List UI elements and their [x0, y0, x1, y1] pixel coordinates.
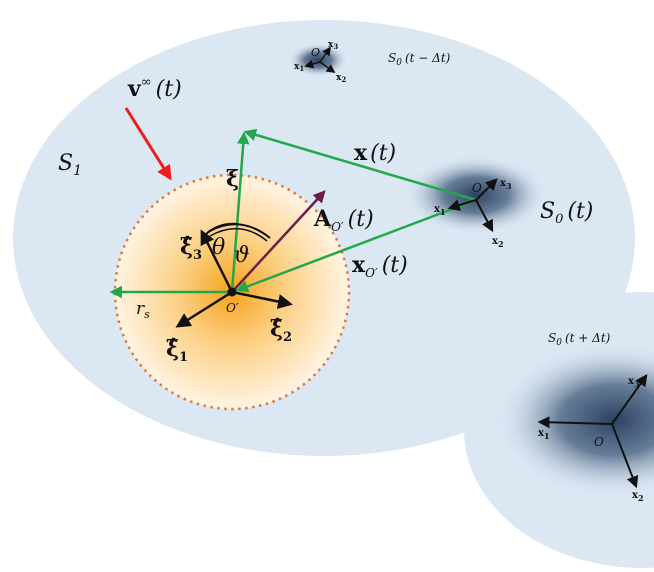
label-vartheta: ϑ	[234, 243, 250, 268]
label-now-x3: x3	[500, 178, 512, 191]
label-theta: θ	[212, 235, 225, 260]
label-v-inf: v∞(t)	[127, 75, 182, 102]
vector-a-oprime	[231, 190, 326, 293]
vector-v-inf	[124, 107, 172, 181]
arc-vartheta	[207, 223, 271, 239]
axis-now-x2	[475, 199, 494, 233]
axis-now-x1	[447, 199, 477, 211]
label-xi2: ξ̂2	[270, 316, 292, 345]
label-future-x3: x3	[628, 376, 640, 389]
label-now-x2: x2	[492, 236, 504, 249]
axis-now-x3	[475, 178, 498, 201]
axis-future-x2	[611, 423, 639, 489]
basis-xi2	[231, 290, 293, 309]
label-xi: ξ	[226, 166, 239, 192]
label-future-x1: x1	[538, 428, 550, 441]
label-o-future: O	[594, 435, 604, 449]
label-o-past: O	[311, 46, 320, 59]
basis-xi3	[200, 229, 234, 293]
label-past-x2: x2	[336, 73, 346, 84]
label-xi3: ξ̂3	[180, 234, 202, 263]
label-a-oprime: AO′(t)	[313, 206, 374, 234]
label-rs: rs	[136, 299, 150, 321]
origin-oprime-dot	[227, 287, 237, 297]
axis-past-x3	[319, 46, 332, 63]
label-o-now: O	[472, 181, 482, 195]
basis-xi1	[175, 290, 233, 328]
arc-vartheta-2	[209, 227, 268, 242]
axis-future-x3	[611, 374, 648, 425]
label-s0-now: S0(t)	[540, 199, 593, 227]
label-past-x1: x1	[294, 62, 304, 73]
label-now-x1: x1	[434, 204, 446, 217]
label-x-t: x(t)	[354, 140, 396, 166]
axis-past-x1	[304, 59, 321, 69]
axis-future-x1	[537, 416, 613, 429]
label-oprime: O′	[226, 301, 239, 315]
label-x-oprime: xO′(t)	[352, 252, 408, 280]
vector-x-t	[243, 128, 477, 202]
label-s1: S1	[58, 151, 82, 179]
label-s0-past: S0(t − Δt)	[388, 51, 451, 68]
body-now	[404, 155, 548, 235]
body-future	[494, 342, 654, 498]
label-future-x2: x2	[632, 490, 644, 503]
label-past-x3: x3	[328, 40, 338, 51]
vector-xi	[230, 131, 250, 293]
vector-x-oprime	[235, 198, 477, 293]
label-xi1: ξ̂1	[166, 336, 188, 365]
axis-past-x2	[319, 61, 336, 74]
label-s0-future: S0(t + Δt)	[548, 331, 611, 348]
